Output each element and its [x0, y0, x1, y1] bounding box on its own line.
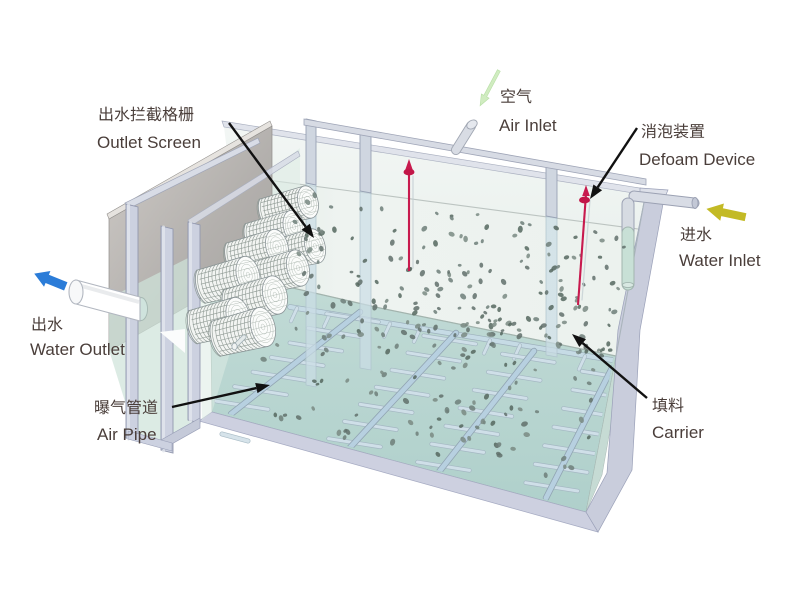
svg-text:Water Inlet: Water Inlet — [679, 251, 761, 270]
svg-text:Carrier: Carrier — [652, 423, 704, 442]
svg-text:Outlet Screen: Outlet Screen — [97, 133, 201, 152]
svg-text:Air Pipe: Air Pipe — [97, 425, 157, 444]
svg-text:Air Inlet: Air Inlet — [499, 116, 557, 135]
svg-text:Defoam Device: Defoam Device — [639, 150, 755, 169]
svg-text:Water Outlet: Water Outlet — [30, 340, 125, 359]
